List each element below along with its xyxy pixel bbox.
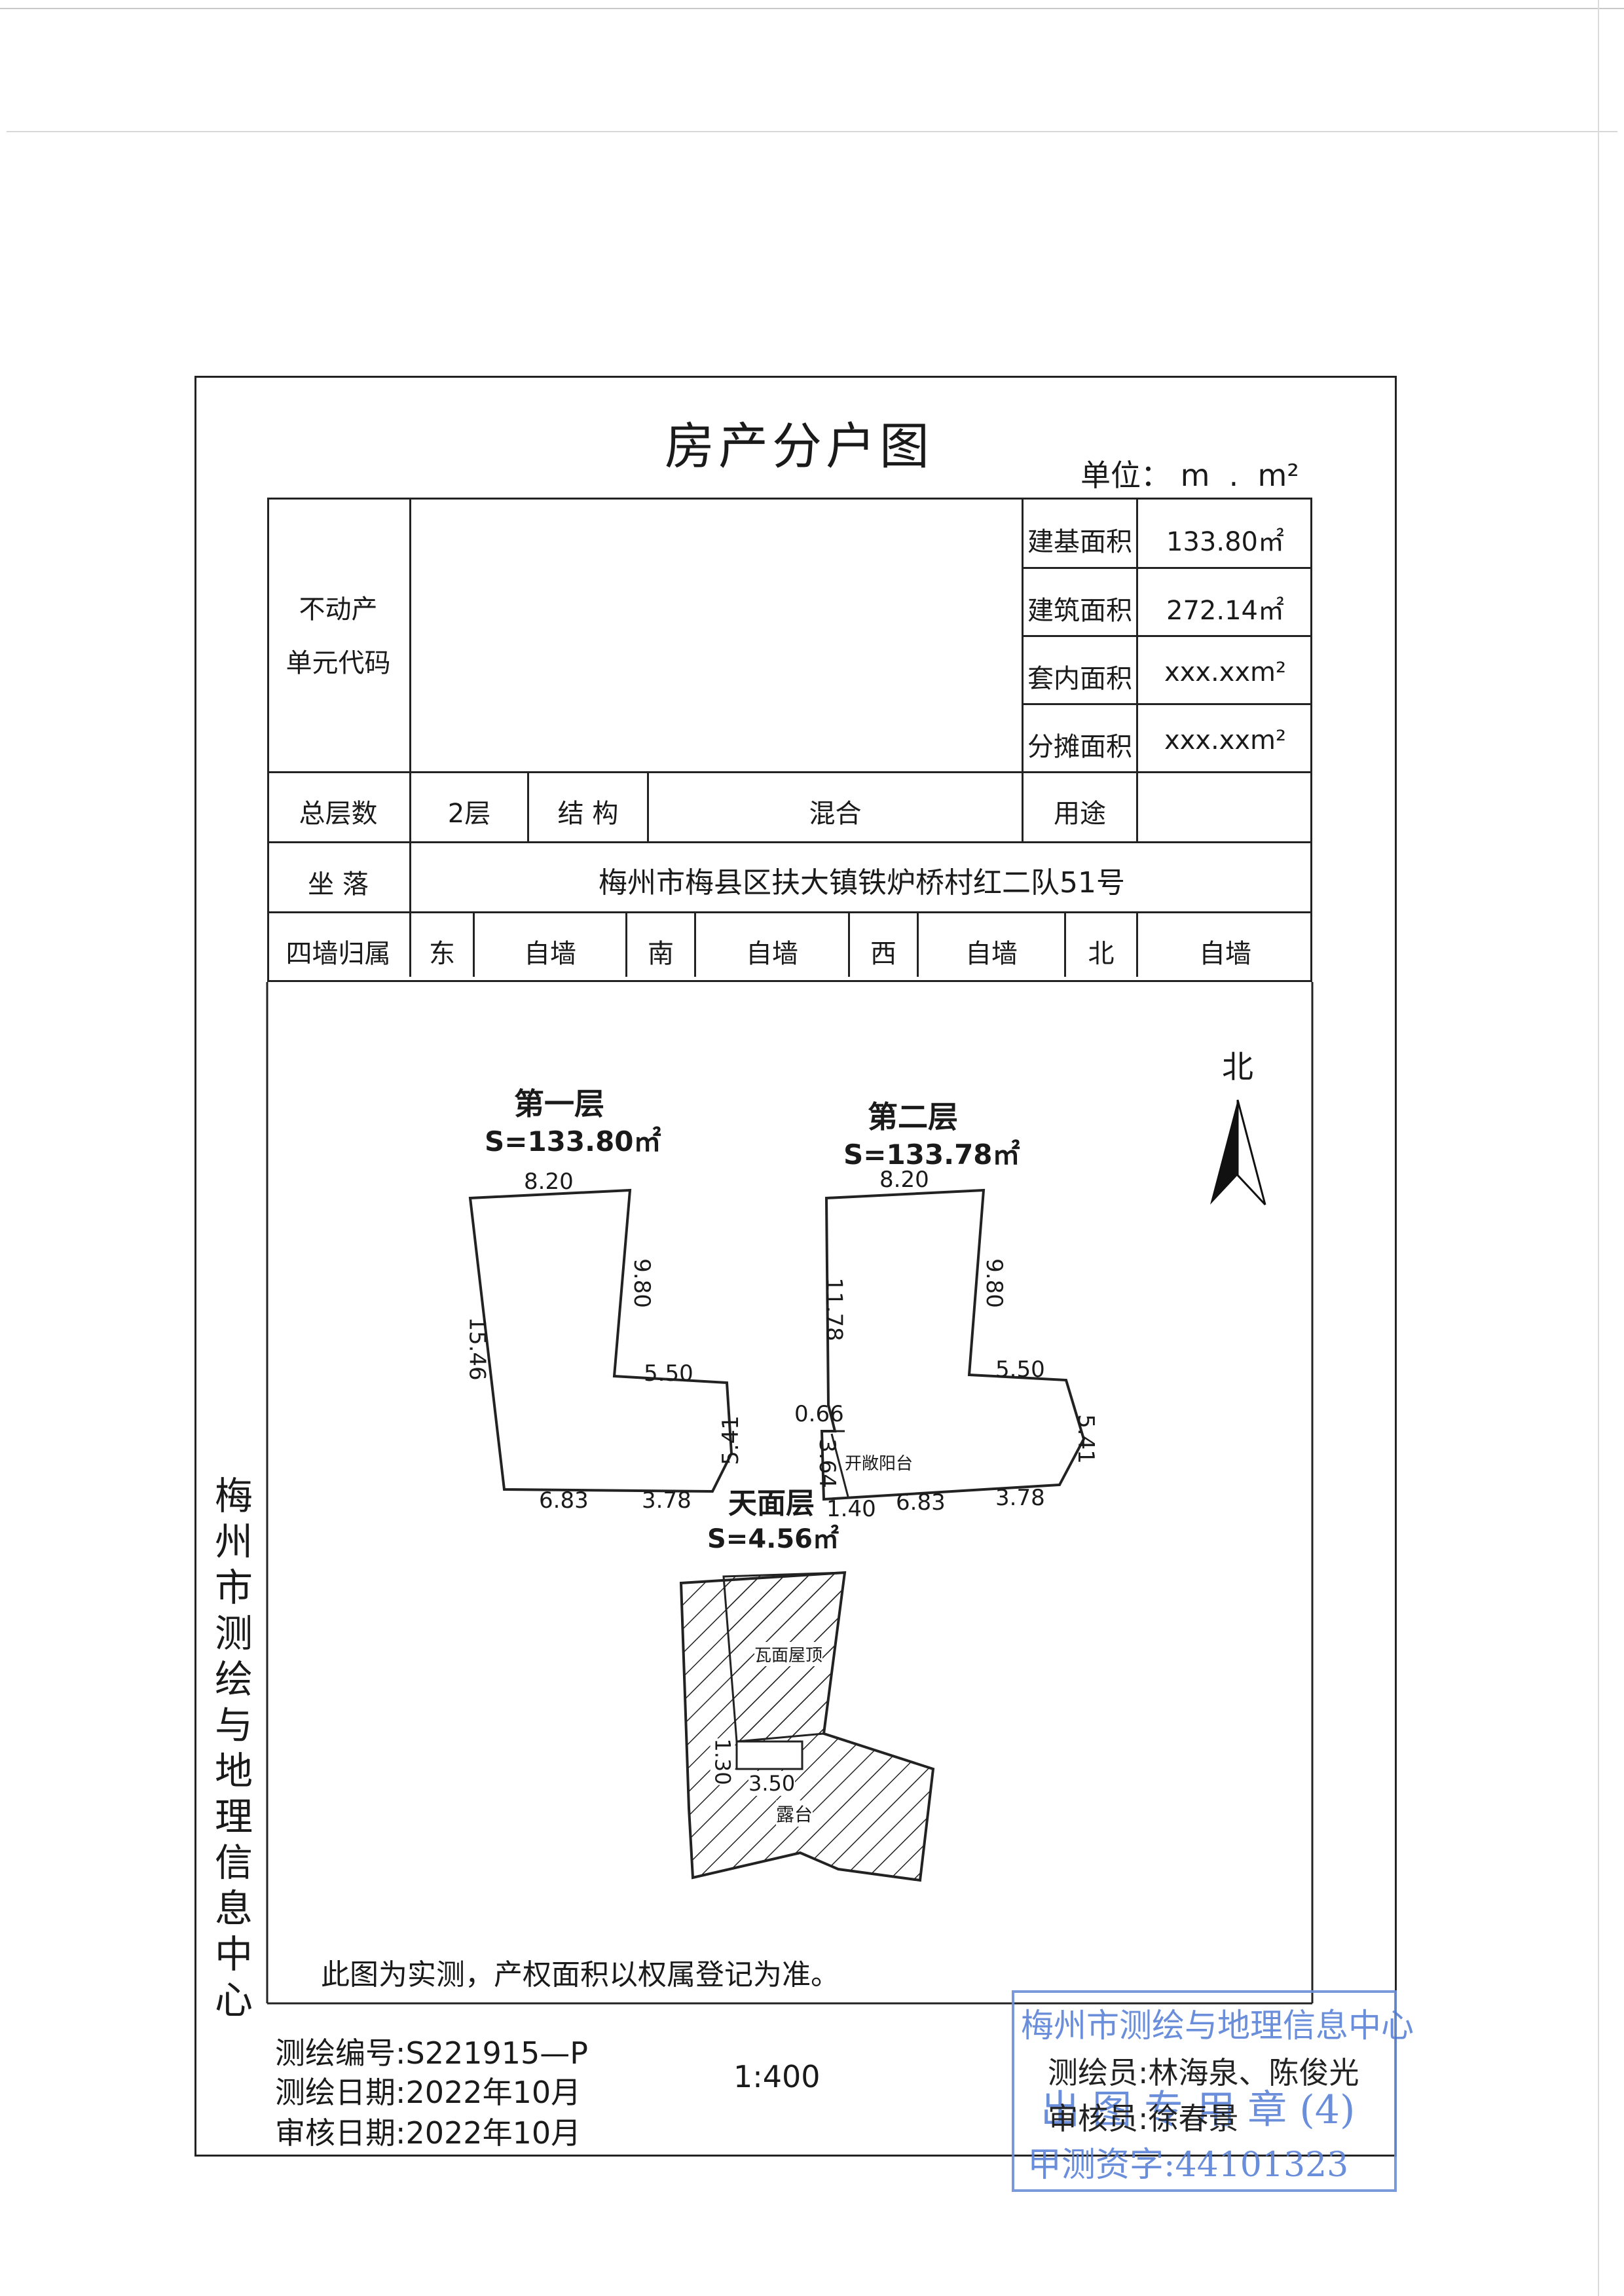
floor2-balcony-label: 开敞阳台 (845, 1454, 913, 1474)
floor1-dim-bottom-left: 6.83 (539, 1487, 589, 1514)
location-value: 梅州市梅县区扶大镇铁炉桥村红二队51号 (599, 866, 1125, 900)
floors-value: 2层 (447, 799, 491, 829)
seal-line-3: 甲测资字:44101323 (1027, 2145, 1349, 2185)
wall-dir-north: 北 (1088, 939, 1115, 969)
wall-owner-east: 自墙 (524, 939, 576, 969)
location-label: 坐 落 (308, 869, 369, 900)
floor1-outline (468, 1188, 733, 1493)
floor2-dim-left: 11.78 (821, 1277, 847, 1341)
table-rule (1136, 498, 1138, 771)
floor1-dim-left: 15.46 (464, 1317, 490, 1381)
table-rule (1022, 498, 1024, 771)
table-rule (267, 771, 1312, 773)
roof-tile-label: 瓦面屋顶 (754, 1642, 823, 1666)
use-label: 用途 (1054, 799, 1106, 829)
table-rule (647, 771, 649, 841)
map-frame (194, 376, 1397, 2157)
table-rule (527, 771, 529, 841)
table-rule (848, 911, 850, 977)
table-rule (1136, 771, 1138, 841)
table-rule (1136, 911, 1138, 977)
roof-area: S=4.56㎡ (707, 1524, 840, 1554)
seal-line-1: 梅州市测绘与地理信息中心 (1021, 2007, 1414, 2045)
table-rule (917, 911, 919, 977)
map-scale: 1:400 (733, 2059, 821, 2094)
floor2-outline (820, 1188, 1086, 1501)
table-rule (473, 911, 475, 977)
area-label-base: 建基面积 (1027, 527, 1132, 557)
area-value-inner: xxx.xxm² (1164, 657, 1287, 687)
floor2-dim-balcony-h: 3.64 (813, 1438, 840, 1488)
survey-number: 测绘编号:S221915—P (275, 2035, 589, 2071)
floor1-dim-bottom-right: 3.78 (642, 1487, 692, 1514)
roof-dim-a: 1.30 (710, 1738, 735, 1785)
table-rule (694, 911, 696, 977)
floor2-dim-right: 9.80 (980, 1258, 1007, 1308)
page-title: 房产分户图 (665, 417, 933, 475)
floor2-dim-bottom-a: 1.40 (826, 1496, 876, 1522)
review-date: 审核日期:2022年10月 (275, 2115, 581, 2151)
floor1-dim-step: 5.50 (644, 1360, 693, 1387)
roof-terrace-label: 露台 (776, 1800, 813, 1827)
floor2-dim-bottom-b: 6.83 (896, 1489, 946, 1516)
table-rule (1022, 635, 1312, 637)
surveyor: 测绘员:林海泉、陈俊光 (1048, 2055, 1359, 2090)
official-seal: 梅州市测绘与地理信息中心 出 图 专 用 章 (4) 甲测资字:44101323 (1012, 1990, 1414, 2192)
structure-label: 结 构 (557, 799, 619, 829)
floor1-dim-right: 9.80 (628, 1258, 655, 1308)
table-rule (1022, 771, 1024, 841)
scan-line (1598, 0, 1599, 2296)
survey-date: 测绘日期:2022年10月 (275, 2075, 581, 2110)
disclaimer-note: 此图为实测，产权面积以权属登记为准。 (321, 1958, 840, 1992)
floor2-dim-bottom-c: 3.78 (995, 1485, 1045, 1511)
wall-dir-south: 南 (648, 939, 674, 969)
seal-line-2: 出 图 专 用 章 (4) (1041, 2087, 1356, 2133)
code-label-1: 不动产 (299, 594, 378, 625)
wall-owner-north: 自墙 (1199, 939, 1251, 969)
table-rule (625, 911, 627, 977)
floor2-area: S=133.78㎡ (843, 1139, 1020, 1171)
info-table (267, 498, 1312, 982)
floor2-dim-balcony-w: 0.66 (794, 1401, 844, 1427)
table-rule (409, 498, 411, 771)
roof-dim-b: 3.50 (748, 1771, 796, 1796)
scan-line (7, 131, 1617, 132)
scan-line (0, 8, 1624, 9)
unit-label: 单位： m . m² (1080, 458, 1299, 493)
floor2-name: 第二层 (868, 1099, 958, 1135)
wall-dir-west: 西 (870, 939, 896, 969)
table-rule (1022, 703, 1312, 705)
floor1-dim-top: 8.20 (524, 1169, 574, 1195)
area-value-shared: xxx.xxm² (1164, 725, 1287, 756)
floor2-dim-east: 5.41 (1072, 1414, 1099, 1464)
floor1-area: S=133.80㎡ (485, 1125, 661, 1157)
wall-owner-west: 自墙 (965, 939, 1018, 969)
table-rule (267, 911, 1312, 913)
floor2-dim-step: 5.50 (995, 1357, 1045, 1383)
roof-name: 天面层 (728, 1487, 815, 1520)
walls-label: 四墙归属 (286, 939, 391, 969)
floor1-dim-east: 5.41 (717, 1415, 744, 1465)
floors-label: 总层数 (299, 799, 378, 829)
north-label: 北 (1222, 1049, 1254, 1085)
floor1-name: 第一层 (514, 1086, 604, 1121)
wall-owner-south: 自墙 (746, 939, 798, 969)
wall-dir-east: 东 (429, 939, 455, 969)
table-rule (267, 841, 1312, 843)
structure-value: 混合 (809, 799, 862, 829)
north-arrow-icon (1210, 1100, 1238, 1205)
table-rule (1064, 911, 1066, 977)
floor2-dim-top: 8.20 (879, 1167, 929, 1193)
side-organization-name: 梅州市测绘与地理信息中心 (214, 1474, 253, 2022)
area-label-inner: 套内面积 (1027, 664, 1132, 694)
area-value-building: 272.14㎡ (1166, 596, 1284, 626)
table-rule (1022, 567, 1312, 569)
area-label-building: 建筑面积 (1027, 596, 1132, 626)
reviewer: 审核员:徐春景 (1048, 2101, 1239, 2136)
area-label-shared: 分摊面积 (1027, 732, 1132, 762)
code-label-2: 单元代码 (286, 648, 391, 678)
table-rule (409, 771, 411, 977)
area-value-base: 133.80㎡ (1166, 527, 1284, 557)
